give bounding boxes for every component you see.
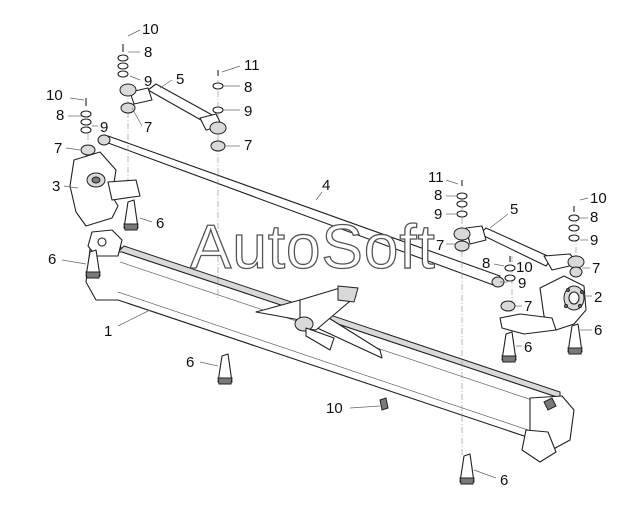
callout-9: 9 bbox=[244, 103, 252, 120]
callout-7: 7 bbox=[54, 140, 62, 157]
callout-8: 8 bbox=[482, 255, 490, 272]
callout-8: 8 bbox=[56, 107, 64, 124]
callout-4: 4 bbox=[322, 177, 330, 194]
callout-10: 10 bbox=[46, 87, 63, 104]
callout-6: 6 bbox=[594, 322, 602, 339]
axle-beam bbox=[85, 229, 575, 463]
tie-rod bbox=[97, 134, 505, 288]
callout-8: 8 bbox=[144, 44, 152, 61]
kingpin-plugs bbox=[85, 199, 583, 485]
callout-6: 6 bbox=[524, 339, 532, 356]
callout-9: 9 bbox=[518, 275, 526, 292]
watermark-text: AutoSoft bbox=[190, 213, 436, 282]
callout-labels: 10 8 9 7 5 11 8 9 7 10 8 9 7 3 6 6 1 6 4… bbox=[46, 21, 607, 489]
callout-9: 9 bbox=[434, 206, 442, 223]
callout-2: 2 bbox=[594, 289, 602, 306]
callout-10: 10 bbox=[142, 21, 159, 38]
callout-7: 7 bbox=[244, 137, 252, 154]
right-steering-cylinder bbox=[453, 225, 585, 271]
callout-10: 10 bbox=[590, 190, 607, 207]
callout-7: 7 bbox=[524, 298, 532, 315]
callout-3: 3 bbox=[52, 178, 60, 195]
callout-11: 11 bbox=[428, 169, 444, 186]
fastener-stacks bbox=[80, 44, 580, 411]
callout-1: 1 bbox=[104, 323, 112, 340]
callout-6: 6 bbox=[186, 354, 194, 371]
callout-5: 5 bbox=[176, 71, 184, 88]
callout-10: 10 bbox=[516, 259, 533, 276]
callout-11: 11 bbox=[244, 57, 260, 74]
callout-5: 5 bbox=[510, 201, 518, 218]
callout-8: 8 bbox=[590, 209, 598, 226]
callout-8: 8 bbox=[244, 79, 252, 96]
bushings bbox=[80, 102, 583, 312]
callout-7: 7 bbox=[436, 237, 444, 254]
callout-6: 6 bbox=[48, 251, 56, 268]
callout-6: 6 bbox=[156, 215, 164, 232]
leader-lines bbox=[61, 29, 592, 479]
callout-7: 7 bbox=[592, 260, 600, 277]
callout-9: 9 bbox=[100, 119, 108, 136]
callout-8: 8 bbox=[434, 187, 442, 204]
callout-10: 10 bbox=[326, 400, 343, 417]
upper-steering-cylinder bbox=[119, 83, 227, 135]
callout-9: 9 bbox=[590, 232, 598, 249]
callout-9: 9 bbox=[144, 73, 152, 90]
right-steering-knuckle bbox=[499, 275, 587, 335]
left-steering-knuckle bbox=[69, 151, 141, 227]
callout-6: 6 bbox=[500, 472, 508, 489]
callout-7: 7 bbox=[144, 119, 152, 136]
